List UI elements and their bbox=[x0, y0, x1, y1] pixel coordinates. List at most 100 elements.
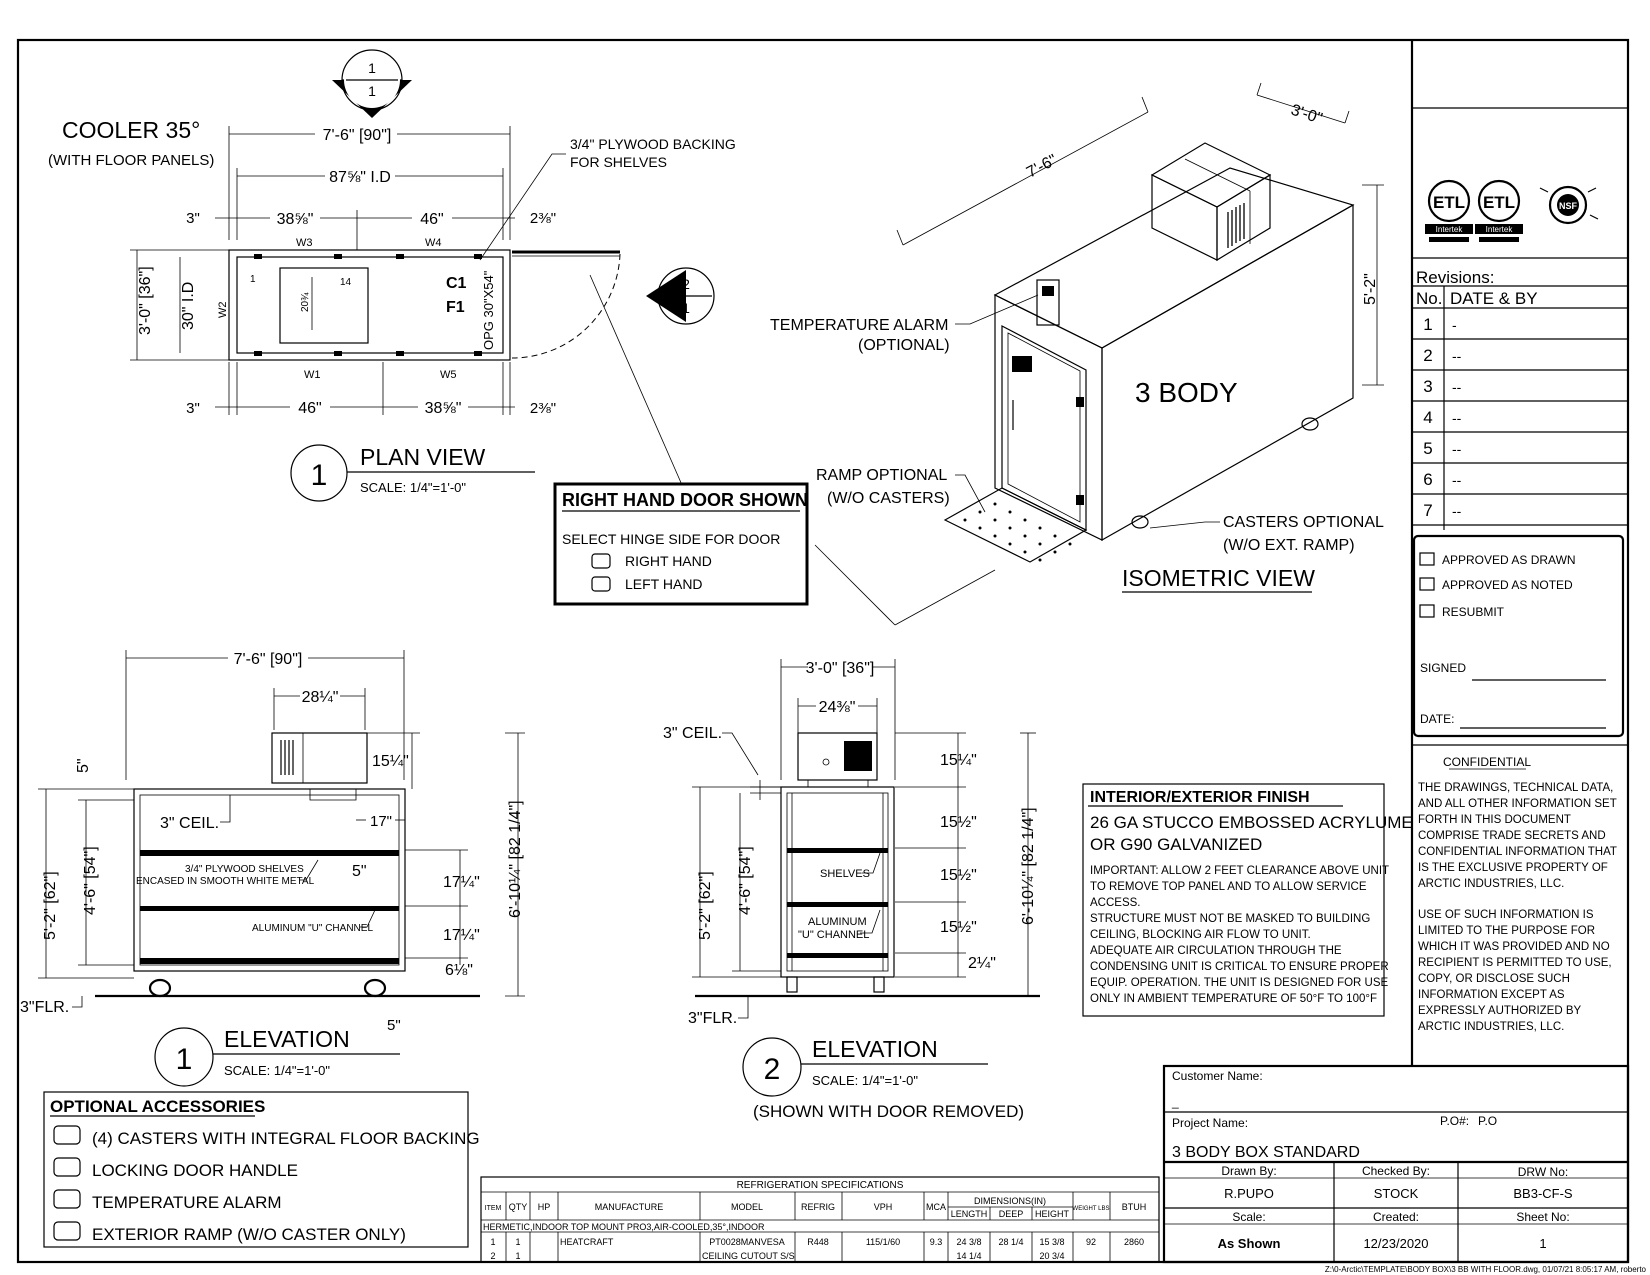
door-box-title: RIGHT HAND DOOR SHOWN bbox=[562, 490, 808, 510]
revision-value[interactable]: -- bbox=[1452, 441, 1462, 457]
accessory-checkbox[interactable] bbox=[53, 1125, 81, 1145]
nsf-logo: NSF bbox=[1539, 185, 1599, 225]
plan-dim-bottom-left: 3" bbox=[186, 400, 200, 417]
revisions-title: Revisions: bbox=[1416, 268, 1494, 287]
refrig-subheader: HEIGHT bbox=[1035, 1209, 1070, 1219]
accessory-checkbox[interactable] bbox=[53, 1157, 81, 1177]
accessory-checkbox[interactable] bbox=[53, 1221, 81, 1241]
refrig-cell: 15 3/8 bbox=[1039, 1237, 1064, 1247]
drawn-by-value[interactable]: R.PUPO bbox=[1224, 1186, 1274, 1201]
elev2-door-removed-note: (SHOWN WITH DOOR REMOVED) bbox=[753, 1102, 1024, 1121]
approved-as-noted-checkbox[interactable] bbox=[1419, 577, 1435, 591]
approved-as-drawn-label: APPROVED AS DRAWN bbox=[1442, 553, 1576, 567]
refrig-subheader: DEEP bbox=[999, 1209, 1024, 1219]
iso-dim-length: 7'-6" bbox=[1024, 152, 1060, 182]
approved-as-drawn-checkbox[interactable] bbox=[1419, 552, 1435, 566]
left-hand-checkbox[interactable] bbox=[591, 576, 611, 592]
plan-dim-bottom-right: 2⅜" bbox=[530, 400, 556, 417]
project-name-label: Project Name: bbox=[1172, 1116, 1248, 1130]
po-label: P.O#: bbox=[1440, 1114, 1469, 1128]
checked-by-value[interactable]: STOCK bbox=[1374, 1186, 1419, 1201]
logo3-text: NSF bbox=[1559, 201, 1578, 211]
refrig-header: BTUH bbox=[1122, 1202, 1147, 1212]
resubmit-label: RESUBMIT bbox=[1442, 605, 1505, 619]
resubmit-checkbox[interactable] bbox=[1419, 604, 1435, 618]
plan-title: COOLER 35° bbox=[62, 117, 200, 143]
iso-ramp-note: (W/O CASTERS) bbox=[827, 490, 950, 507]
iso-dim-depth: 3'-0" bbox=[1289, 102, 1325, 128]
elev2-unit-height: 15¼" bbox=[940, 752, 977, 769]
elev2-view-scale: SCALE: 1/4"=1'-0" bbox=[812, 1073, 918, 1088]
elev2-base-height: 2¼" bbox=[968, 955, 996, 972]
revision-number: 4 bbox=[1423, 408, 1432, 427]
elev1-dim-overall: 7'-6" [90"] bbox=[234, 651, 303, 668]
revision-value[interactable]: -- bbox=[1452, 503, 1462, 519]
elev2-ceiling-label: 3" CEIL. bbox=[663, 725, 722, 742]
refrig-cell: 1 bbox=[490, 1237, 495, 1247]
revision-value[interactable]: -- bbox=[1452, 472, 1462, 488]
accessory-checkbox[interactable] bbox=[53, 1189, 81, 1209]
plan-dim-left: 3" bbox=[186, 210, 200, 227]
revision-value[interactable]: -- bbox=[1452, 348, 1462, 364]
finish-note: ADEQUATE AIR CIRCULATION THROUGH THE bbox=[1090, 945, 1342, 957]
drawn-by-label: Drawn By: bbox=[1221, 1164, 1276, 1178]
certification-logos: ETL Intertek ETL Intertek NSF bbox=[1412, 107, 1628, 259]
iso-ramp-label: RAMP OPTIONAL bbox=[816, 467, 947, 484]
confidential-line: CONFIDENTIAL INFORMATION THAT bbox=[1418, 846, 1617, 858]
scale-value[interactable]: As Shown bbox=[1218, 1236, 1281, 1251]
refrig-header: MCA bbox=[926, 1202, 946, 1212]
refrig-header: REFRIG bbox=[801, 1202, 835, 1212]
iso-body-label: 3 BODY bbox=[1135, 377, 1238, 408]
revision-value[interactable]: -- bbox=[1452, 410, 1462, 426]
revisions-col-no: No. bbox=[1416, 289, 1442, 308]
confidential-line: AND ALL OTHER INFORMATION SET bbox=[1418, 798, 1617, 810]
right-hand-checkbox[interactable] bbox=[591, 553, 611, 569]
sheet-number-label: Sheet No: bbox=[1516, 1210, 1569, 1224]
signed-label: SIGNED bbox=[1420, 661, 1466, 675]
refrig-header: WEIGHT LBS bbox=[1073, 1206, 1110, 1212]
po-value[interactable]: P.O bbox=[1478, 1114, 1497, 1128]
elev2-floor-label: 3"FLR. bbox=[688, 1010, 737, 1027]
created-value[interactable]: 12/23/2020 bbox=[1363, 1236, 1428, 1251]
refrig-cell: 115/1/60 bbox=[866, 1237, 900, 1247]
drawing-number-value[interactable]: BB3-CF-S bbox=[1513, 1186, 1573, 1201]
revision-number: 5 bbox=[1423, 439, 1432, 458]
elevation-2: 3'-0" [36"] 24⅜" SHELVES ALUMINUM "U" CH… bbox=[663, 658, 1040, 1121]
section2-bottom-label: 1 bbox=[682, 300, 690, 316]
elev1-shelves-note: 3/4" PLYWOOD SHELVES bbox=[185, 864, 304, 875]
refrig-cell: HEATCRAFT bbox=[560, 1237, 614, 1247]
finish-notes: IMPORTANT: ALLOW 2 FEET CLEARANCE ABOVE … bbox=[1090, 865, 1392, 1005]
plan-view-number: 1 bbox=[311, 459, 328, 492]
elev1-shelves-note-2: ENCASED IN SMOOTH WHITE METAL bbox=[136, 876, 315, 887]
refrig-cell: 14 1/4 bbox=[956, 1251, 981, 1261]
elev2-view-title: ELEVATION bbox=[812, 1036, 938, 1062]
intertek-logo-1: ETL Intertek bbox=[1425, 179, 1473, 242]
refrig-cell: PT0028MANVESA bbox=[709, 1237, 785, 1247]
elev1-channel-label: ALUMINUM "U" CHANNEL bbox=[252, 923, 373, 934]
confidential-line: ARCTIC INDUSTRIES, LLC. bbox=[1418, 1021, 1564, 1033]
elev2-shelf-spacing-1: 15½" bbox=[940, 814, 977, 831]
intertek-logo-2: ETL Intertek bbox=[1475, 179, 1523, 242]
plan-unit-offset: 1 bbox=[250, 274, 256, 285]
section2-top-label: 2 bbox=[682, 276, 690, 292]
project-name-value[interactable]: 3 BODY BOX STANDARD bbox=[1172, 1144, 1360, 1161]
refrig-subheader: LENGTH bbox=[951, 1209, 988, 1219]
revision-value[interactable]: - bbox=[1452, 317, 1457, 333]
refrig-cell: R448 bbox=[807, 1237, 829, 1247]
elev1-shelf-spacing-1: 17¼" bbox=[443, 874, 480, 891]
date-label: DATE: bbox=[1420, 712, 1454, 726]
section-marker-1: 1 1 bbox=[332, 49, 412, 118]
revisions-col-date: DATE & BY bbox=[1450, 289, 1538, 308]
accessory-item: EXTERIOR RAMP (W/O CASTER ONLY) bbox=[92, 1225, 406, 1244]
revision-value[interactable]: -- bbox=[1452, 379, 1462, 395]
plan-dim-b: 46" bbox=[420, 211, 443, 228]
elev1-view-number: 1 bbox=[176, 1043, 193, 1076]
refrig-header: QTY bbox=[509, 1202, 528, 1212]
elev1-top-5: 5" bbox=[75, 758, 92, 773]
customer-name-value[interactable]: _ bbox=[1171, 1095, 1179, 1109]
sheet-number-value[interactable]: 1 bbox=[1539, 1236, 1546, 1251]
iso-view-title: ISOMETRIC VIEW bbox=[1122, 565, 1315, 591]
confidential-line: ARCTIC INDUSTRIES, LLC. bbox=[1418, 878, 1564, 890]
confidential-line: INFORMATION EXCEPT AS bbox=[1418, 989, 1565, 1001]
